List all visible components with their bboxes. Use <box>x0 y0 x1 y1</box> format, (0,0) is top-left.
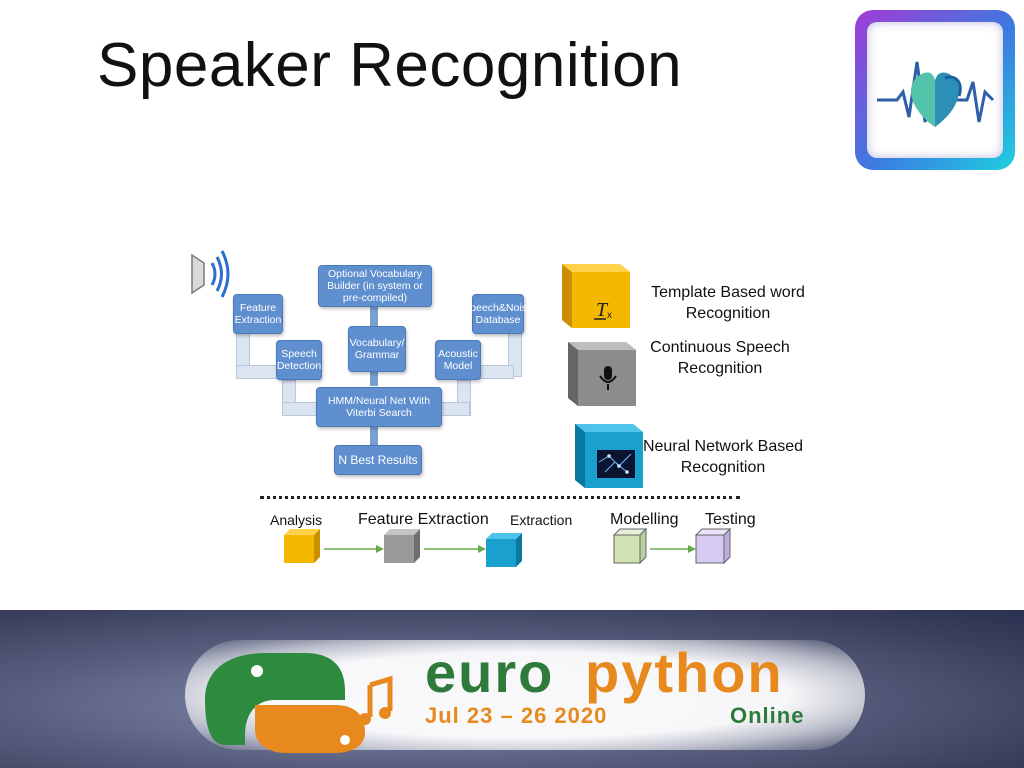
event-dates: Jul 23 – 26 2020 <box>425 703 608 728</box>
hmm-neural-net-box: HMM/Neural Net With Viterbi Search <box>316 387 442 427</box>
svg-text:T: T <box>596 299 609 321</box>
neural-network-cube-icon <box>575 424 643 488</box>
stage-label-extraction: Extraction <box>510 512 573 528</box>
brand-python-text: python <box>585 641 784 704</box>
stage-label-feature-extraction: Feature Extraction <box>358 511 489 528</box>
event-mode: Online <box>730 703 805 728</box>
flow-arrow <box>440 402 470 416</box>
extraction-cube-icon <box>486 533 522 567</box>
dotted-separator <box>260 496 740 499</box>
heartbeat-heart-icon <box>877 61 995 127</box>
stage-pipeline <box>284 527 732 567</box>
template-based-label: Template Based word Recognition <box>651 284 805 322</box>
flow-arrow <box>370 304 378 326</box>
flow-arrow <box>370 427 378 445</box>
template-cube-icon: T x <box>562 264 630 328</box>
acoustic-model-box: Acoustic Model <box>435 340 481 380</box>
vocabulary-grammar-box: Vocabulary/ Grammar <box>348 326 406 372</box>
testing-cube-icon <box>694 527 732 565</box>
slide-title: Speaker Recognition <box>97 31 683 100</box>
flow-arrow <box>370 370 378 386</box>
flow-arrow <box>282 402 318 416</box>
flow-arrow <box>236 365 278 379</box>
stage-label-testing: Testing <box>705 511 756 528</box>
n-best-results-box: N Best Results <box>334 445 422 475</box>
speech-noise-db-box: Speech&Noise Database <box>463 294 533 334</box>
analysis-cube-icon <box>284 529 320 563</box>
speaker-sound-icon <box>191 250 230 298</box>
speech-detection-box: Speech Detection <box>276 340 322 380</box>
neural-network-label: Neural Network Based Recognition <box>642 438 804 476</box>
continuous-speech-label: Continuous Speech Recognition <box>650 339 790 377</box>
heart-logo <box>855 10 1015 170</box>
continuous-cube-icon <box>568 342 636 406</box>
stage-label-modelling: Modelling <box>610 511 679 528</box>
brand-euro-text: euro <box>425 641 555 704</box>
modelling-cube-icon <box>612 527 648 565</box>
stage-label-analysis: Analysis <box>270 512 323 528</box>
feature-extraction-cube-icon <box>384 529 420 563</box>
feature-extraction-box: Feature Extraction <box>233 294 283 334</box>
europython-snake-logo <box>205 653 393 753</box>
vocab-builder-box: Optional Vocabulary Builder (in system o… <box>318 265 432 307</box>
svg-text:x: x <box>607 310 612 321</box>
